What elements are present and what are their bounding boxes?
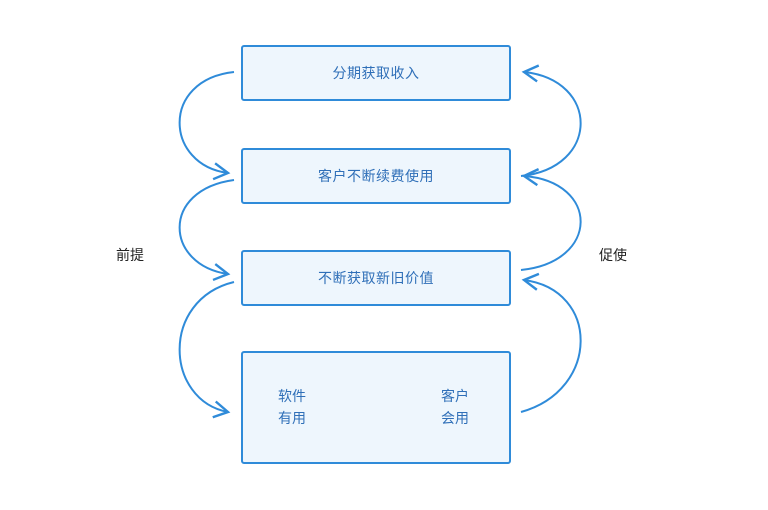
right-arrow-2 [520, 168, 582, 271]
box-label: 分期获取收入 [332, 66, 420, 82]
left-arrow-3 [178, 281, 235, 419]
box-label: 客户不断续费使用 [318, 169, 434, 185]
stack-line: 软件 [278, 389, 306, 405]
drives-label: 促使 [599, 248, 627, 264]
box-label: 不断获取新旧价值 [318, 271, 434, 287]
stack-line: 有用 [278, 411, 306, 427]
box-customer-renewal: 客户不断续费使用 [241, 148, 511, 204]
stack-line: 客户 [441, 389, 469, 405]
box-installment-revenue: 分期获取收入 [241, 45, 511, 101]
left-arrow-2 [178, 179, 235, 282]
software-useful-text: 软件 有用 [267, 386, 317, 430]
right-arrow-1 [520, 272, 582, 413]
right-arrow-3 [520, 64, 582, 177]
customer-uses-text: 客户 会用 [430, 386, 480, 430]
box-continuous-value: 不断获取新旧价值 [241, 250, 511, 306]
left-arrow-1 [178, 71, 235, 181]
stack-line: 会用 [441, 411, 469, 427]
premise-label: 前提 [116, 248, 144, 264]
box-foundation [241, 351, 511, 464]
